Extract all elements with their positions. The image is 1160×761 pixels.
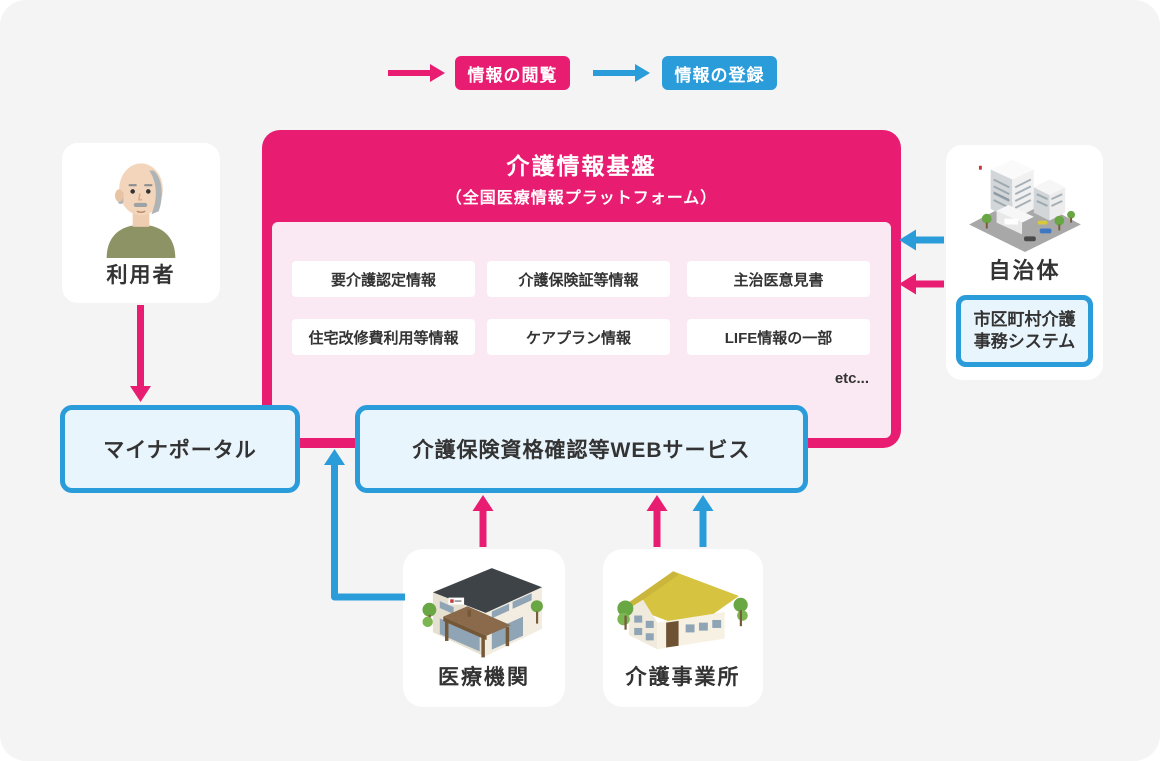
arrow-municipality-view xyxy=(899,273,944,295)
municipality-card: 自治体 xyxy=(946,145,1103,380)
data-chip: 主治医意見書 xyxy=(687,261,870,297)
medical-institution-label: 医療機関 xyxy=(438,666,530,689)
arrow-care-office-view xyxy=(646,495,668,547)
etc-label: etc... xyxy=(834,370,869,387)
view-arrow-icon xyxy=(388,64,445,82)
elderly-man-illustration xyxy=(62,151,220,261)
municipal-care-system-box: 市区町村介護 事務システム xyxy=(956,295,1093,367)
care-office-card: 介護事業所 xyxy=(603,549,763,707)
house-illustration xyxy=(603,555,763,661)
platform-title: 介護情報基盤 xyxy=(506,153,657,179)
arrow-user-to-portal xyxy=(130,305,151,402)
data-chip: 要介護認定情報 xyxy=(292,261,475,297)
platform-data-panel: 要介護認定情報 介護保険証等情報 主治医意見書 住宅改修費利用等情報 ケアプラン… xyxy=(272,222,891,438)
arrow-medical-to-web xyxy=(472,495,494,547)
municipal-system-line2: 事務システム xyxy=(973,332,1076,351)
platform-subtitle: （全国医療情報プラットフォーム） xyxy=(445,190,718,207)
data-chip: LIFE情報の一部 xyxy=(687,319,870,355)
myna-portal-box: マイナポータル xyxy=(60,405,300,493)
data-chip: 介護保険証等情報 xyxy=(487,261,670,297)
arrow-care-office-register xyxy=(692,495,714,547)
care-information-platform-box: 介護情報基盤 （全国医療情報プラットフォーム） 要介護認定情報 介護保険証等情報… xyxy=(262,130,901,448)
government-building-illustration xyxy=(946,153,1103,253)
municipality-label: 自治体 xyxy=(988,258,1061,283)
legend-view-badge: 情報の閲覧 xyxy=(455,56,570,90)
arrow-municipality-register xyxy=(899,229,944,251)
care-office-label: 介護事業所 xyxy=(625,666,741,689)
medical-institution-card: 医療機関 xyxy=(403,549,565,707)
hospital-building-illustration xyxy=(403,555,565,661)
legend-register-badge: 情報の登録 xyxy=(662,56,777,90)
municipal-system-line1: 市区町村介護 xyxy=(973,309,1076,329)
register-arrow-icon xyxy=(593,64,650,82)
user-card: 利用者 xyxy=(62,143,220,303)
care-insurance-web-service-box: 介護保険資格確認等WEBサービス xyxy=(355,405,808,493)
user-label: 利用者 xyxy=(106,264,176,287)
data-chip: 住宅改修費利用等情報 xyxy=(292,319,475,355)
data-chip: ケアプラン情報 xyxy=(487,319,670,355)
